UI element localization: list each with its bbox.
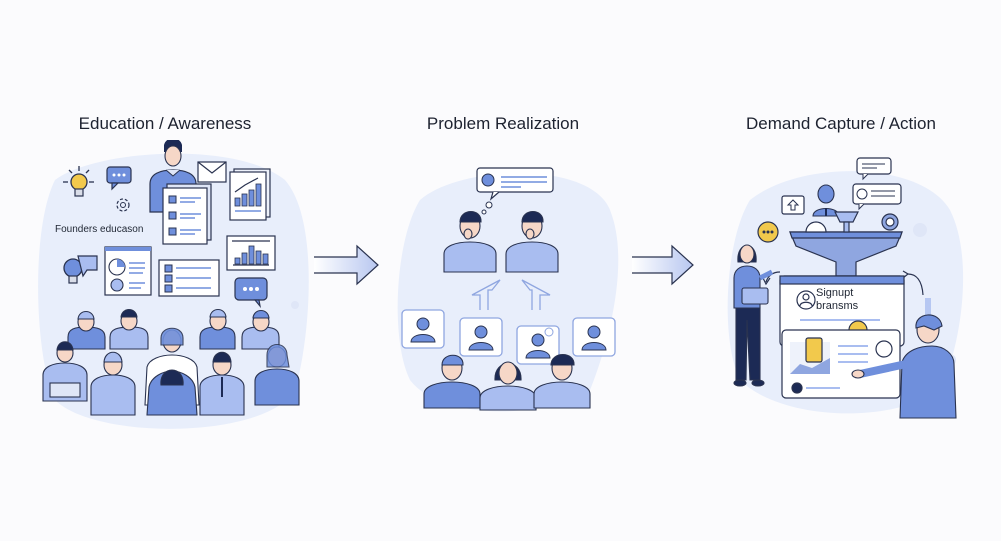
problem-realization-illustration — [390, 160, 630, 420]
speech-bubble — [856, 157, 892, 181]
audience-group — [42, 308, 300, 416]
audience-person — [254, 343, 300, 406]
lightbulb-icon — [63, 166, 94, 197]
stage-title-demand: Demand Capture / Action — [746, 114, 936, 133]
curved-arrow — [907, 273, 924, 296]
upward-arrows — [471, 279, 551, 310]
growth-chart-icon — [229, 168, 271, 221]
signup-card-text: Signupt bransms — [816, 287, 858, 313]
stage-title-problem: Problem Realization — [426, 114, 580, 133]
education-scene — [38, 138, 309, 429]
user-card — [459, 317, 503, 357]
audience-person — [199, 308, 236, 350]
thought-bubble — [476, 167, 554, 215]
audience-person — [146, 369, 198, 416]
bar-chart-icon — [226, 235, 276, 271]
worried-person — [505, 210, 559, 273]
woman-with-laptop — [733, 244, 774, 387]
background-blob — [397, 173, 619, 412]
chat-bubble-icon — [234, 277, 268, 309]
upload-bubble-icon — [781, 195, 805, 215]
dashboard-card — [781, 329, 901, 399]
audience-person — [199, 351, 245, 416]
flow-arrow-1 — [312, 243, 382, 287]
lightbulb-blue-icon — [63, 255, 98, 284]
checklist-panel-icon — [158, 259, 220, 297]
chat-bubble-icon — [106, 166, 132, 191]
problem-scene — [397, 167, 619, 412]
audience-person — [241, 309, 280, 350]
flow-arrow-2 — [630, 243, 700, 287]
person — [479, 361, 537, 411]
signup-card-line-1: Signupt — [816, 287, 854, 299]
clock-bubble — [852, 183, 902, 211]
pie-chart-dashboard-icon — [104, 246, 152, 296]
gear-icon — [116, 198, 130, 212]
decorative-dot — [291, 301, 299, 309]
worried-person — [443, 210, 497, 273]
signup-card-line-2: bransms — [816, 300, 859, 312]
person — [423, 354, 481, 409]
user-card — [516, 325, 560, 365]
man-presenting — [851, 314, 957, 419]
audience-person — [90, 351, 136, 416]
envelope-icon — [197, 161, 227, 183]
education-illustration: Founders educason — [35, 138, 315, 440]
user-card — [401, 309, 445, 349]
founders-education-caption: Founders educason — [55, 224, 144, 235]
checklist-document-icon — [162, 183, 212, 245]
arrow-right-icon — [314, 244, 379, 286]
person — [533, 353, 591, 409]
yellow-chat-icon — [757, 221, 779, 243]
user-card — [572, 317, 616, 357]
audience-person — [67, 310, 106, 350]
audience-person — [42, 341, 88, 402]
stage-title-education: Education / Awareness — [78, 114, 252, 133]
demand-capture-illustration: Signupt bransms — [720, 150, 970, 425]
signup-card — [779, 275, 905, 347]
audience-person — [109, 308, 149, 350]
arrow-right-icon — [632, 244, 694, 286]
demand-scene — [727, 157, 964, 419]
